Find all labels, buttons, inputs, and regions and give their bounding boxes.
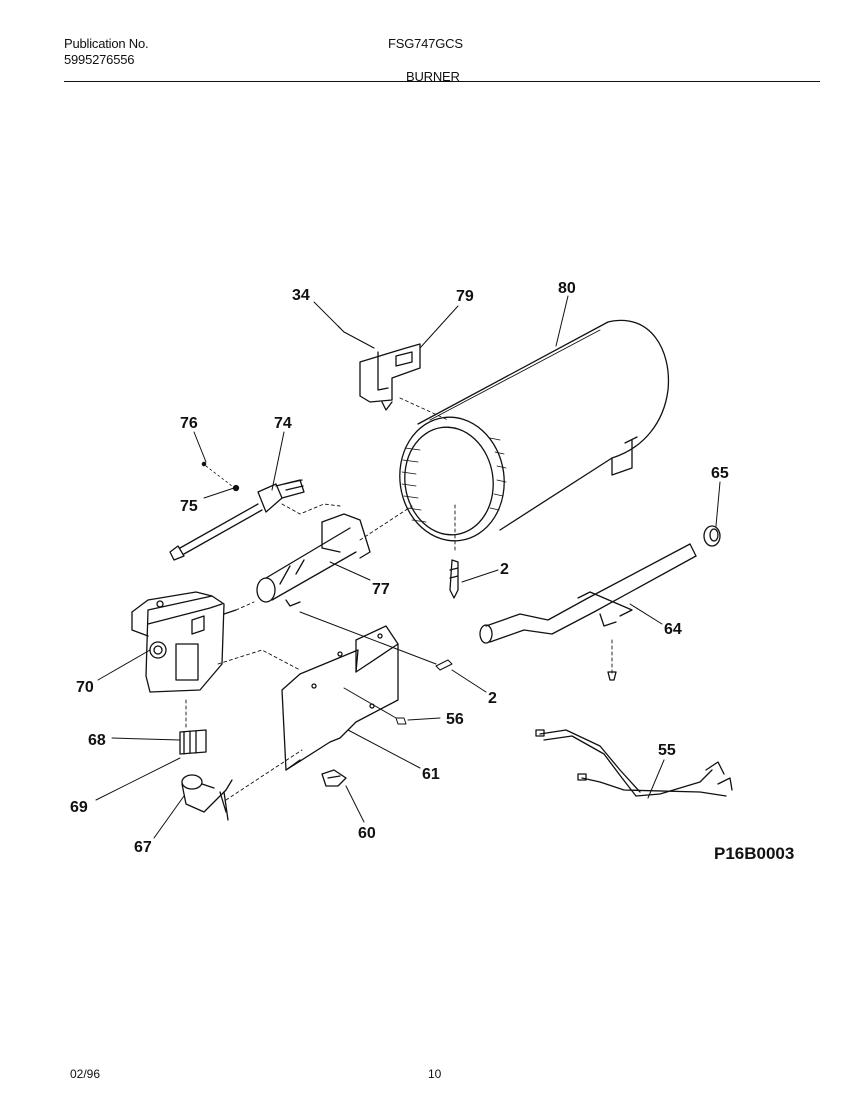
callout-77: 77 (372, 581, 390, 598)
callout-80: 80 (558, 280, 576, 297)
fitting-67 (181, 749, 303, 821)
mounting-bracket-61 (281, 625, 399, 771)
callout-2-upper: 2 (500, 561, 509, 578)
orifice-65 (703, 525, 721, 547)
screw-2-upper (449, 559, 459, 599)
screw-56 (343, 687, 407, 725)
diagram-code: P16B0003 (714, 844, 794, 863)
callout-55: 55 (658, 742, 676, 759)
callout-67: 67 (134, 839, 152, 856)
footer-date: 02/96 (70, 1067, 101, 1081)
fitting-68 (179, 699, 207, 755)
callout-76: 76 (180, 415, 198, 432)
igniter-74 (169, 461, 341, 561)
leader-lines (95, 295, 721, 839)
callout-56: 56 (446, 711, 464, 728)
gas-valve-70 (131, 591, 301, 693)
page-number: 10 (428, 1067, 442, 1081)
callout-64: 64 (664, 621, 682, 638)
combustion-chamber-80 (399, 319, 670, 551)
callout-75: 75 (180, 498, 198, 515)
screw-2-lower (299, 611, 453, 671)
callout-68: 68 (88, 732, 106, 749)
callout-34: 34 (292, 287, 310, 304)
publication-number: 5995276556 (64, 52, 135, 67)
burner-tube-77 (256, 505, 413, 607)
bracket-79 (359, 343, 449, 421)
manifold-pipe-64 (479, 543, 697, 681)
callout-69: 69 (70, 799, 88, 816)
wire-harness-55 (535, 729, 733, 797)
clip-60 (321, 769, 347, 787)
callout-60: 60 (358, 825, 376, 842)
callout-65: 65 (711, 465, 729, 482)
publication-label: Publication No. (64, 36, 149, 51)
header-rule (64, 81, 820, 82)
screw-34 (337, 325, 375, 349)
callout-79: 79 (456, 288, 474, 305)
callout-70: 70 (76, 679, 94, 696)
model-number: FSG747GCS (388, 36, 463, 51)
callout-61: 61 (422, 766, 440, 783)
callout-74: 74 (274, 415, 292, 432)
section-title: BURNER (406, 69, 460, 84)
callout-2-lower: 2 (488, 690, 497, 707)
